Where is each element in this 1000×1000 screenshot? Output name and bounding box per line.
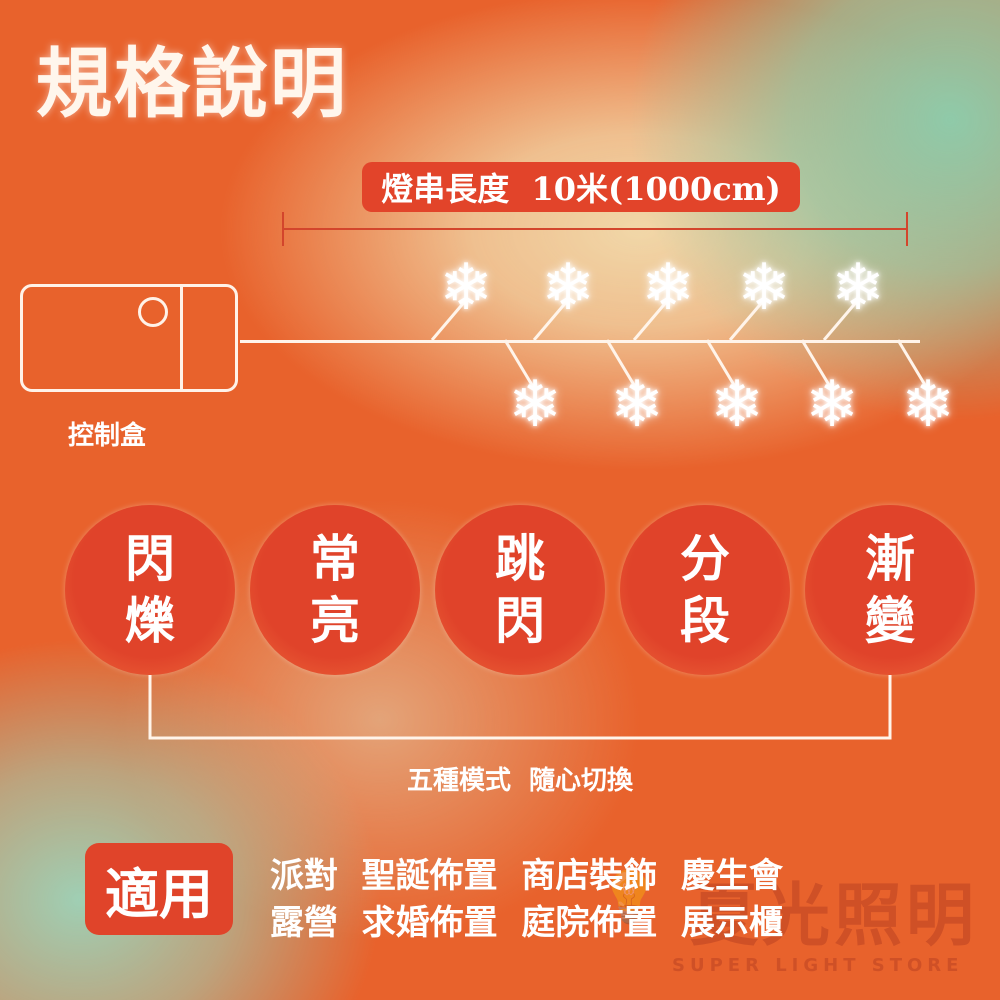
mode-jump: 跳閃 [435, 505, 605, 675]
lightbulb-logo-icon: 💡 [598, 868, 661, 926]
snowflake-icon: ❄ [805, 368, 859, 442]
ruler-tick-start [282, 212, 284, 246]
mode-flash: 閃爍 [65, 505, 235, 675]
mode-text: 閃 [125, 528, 175, 588]
length-ruler [282, 228, 908, 230]
usage-line-1: 派對 聖誕佈置 商店裝飾 慶生會 [270, 856, 784, 896]
mode-steady: 常亮 [250, 505, 420, 675]
snowflake-icon: ❄ [541, 251, 595, 325]
mode-segment: 分段 [620, 505, 790, 675]
controller-divider [180, 284, 183, 392]
snowflake-icon: ❄ [831, 251, 885, 325]
mode-text: 閃 [495, 591, 545, 650]
controller-label: 控制盒 [68, 421, 147, 451]
mode-text: 亮 [310, 591, 360, 650]
mode-text: 分 [680, 528, 730, 588]
snowflake-icon: ❄ [610, 368, 664, 442]
usage-line-2: 露營 求婚佈置 庭院佈置 展示櫃 [270, 903, 784, 943]
controller-box [20, 284, 238, 392]
mode-text: 常 [310, 528, 360, 588]
mode-text: 變 [865, 591, 915, 650]
length-badge: 燈串長度 10米(1000cm) [362, 162, 800, 212]
snowflake-icon: ❄ [710, 368, 764, 442]
watermark-logo: 夏光照明 [690, 877, 979, 956]
mode-fade: 漸變 [805, 505, 975, 675]
controller-button-icon [138, 297, 168, 327]
mode-text: 爍 [125, 591, 175, 650]
snowflake-icon: ❄ [737, 251, 791, 325]
ruler-tick-end [906, 212, 908, 246]
modes-caption: 五種模式 隨心切換 [406, 766, 634, 796]
mode-text: 漸 [865, 528, 915, 588]
snowflake-icon: ❄ [508, 368, 562, 442]
snowflake-icon: ❄ [439, 251, 493, 325]
watermark-subtitle: SUPER LIGHT STORE [672, 955, 964, 976]
snowflake-icon: ❄ [641, 251, 695, 325]
usage-badge: 適用 [85, 843, 233, 935]
mode-text: 跳 [495, 528, 545, 588]
mode-text: 段 [680, 591, 730, 650]
snowflake-icon: ❄ [901, 368, 955, 442]
light-string-wire [240, 340, 920, 343]
page-title: 規格說明 [36, 39, 348, 128]
